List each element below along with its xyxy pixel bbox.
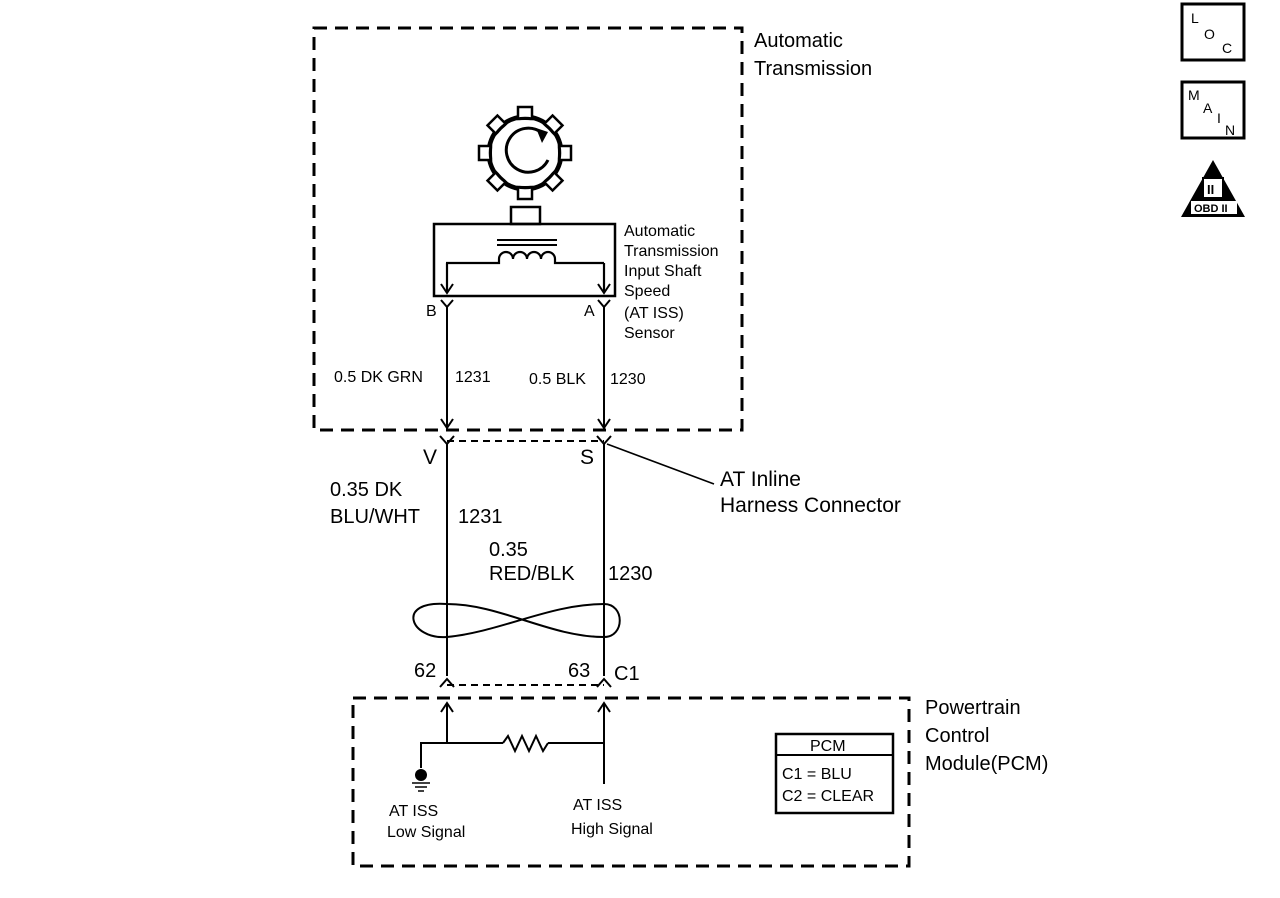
- svg-text:A: A: [1203, 100, 1213, 116]
- wire-1230-upper-circuit: 1230: [610, 371, 646, 388]
- svg-text:C: C: [1222, 40, 1232, 56]
- svg-text:I: I: [1217, 110, 1221, 126]
- wire-1230-lower-label-2: RED/BLK: [489, 563, 575, 585]
- pin-b-terminal-icon: [440, 299, 454, 309]
- connector-pin-s: S: [580, 446, 594, 469]
- sensor-label-3: Input Shaft: [624, 263, 702, 280]
- svg-text:L: L: [1191, 10, 1199, 26]
- wire-1230-upper-label: 0.5 BLK: [529, 371, 586, 388]
- main-icon[interactable]: M A I N: [1180, 80, 1246, 140]
- svg-text:II: II: [1207, 182, 1214, 197]
- sensor-label-1: Automatic: [624, 223, 695, 240]
- connector-leader-line: [606, 443, 715, 485]
- loc-icon[interactable]: L O C: [1180, 2, 1246, 62]
- low-signal-label-2: Low Signal: [387, 824, 465, 841]
- resistor-icon: [502, 733, 549, 754]
- obd-ii-icon[interactable]: II OBD II: [1181, 160, 1245, 217]
- connector-pin-v: V: [423, 446, 437, 469]
- pcm-input-circuit: [420, 701, 611, 784]
- sensor-label-4: Speed: [624, 283, 670, 300]
- reluctor-wheel-icon: [477, 105, 573, 201]
- sensor-label-2: Transmission: [624, 243, 719, 260]
- pcm-label-1: Powertrain: [925, 697, 1021, 719]
- wire-1231-lower-circuit: 1231: [458, 506, 503, 528]
- low-signal-label-1: AT ISS: [389, 803, 438, 820]
- sensor-label-6: Sensor: [624, 325, 675, 342]
- pcm-connector-table: [774, 732, 895, 815]
- wire-1230-lower-circuit: 1230: [608, 563, 653, 585]
- automatic-transmission-label-1: Automatic: [754, 30, 843, 52]
- wire-1231-upper-circuit: 1231: [455, 369, 491, 386]
- at-iss-sensor-icon: [432, 205, 617, 298]
- sensor-label-5: (AT ISS): [624, 305, 684, 322]
- connector-label-2: Harness Connector: [720, 494, 901, 517]
- svg-text:O: O: [1204, 26, 1215, 42]
- automatic-transmission-label-2: Transmission: [754, 58, 872, 80]
- pcm-label-3: Module(PCM): [925, 753, 1048, 775]
- pcm-label-2: Control: [925, 725, 989, 747]
- connector-label-1: AT Inline: [720, 468, 801, 491]
- wire-1231-arrow-icon: [440, 418, 454, 430]
- wire-1230-arrow-icon: [597, 418, 611, 430]
- wire-1231-lower-label-1: 0.35 DK: [330, 479, 403, 501]
- wire-1230-lower-label-1: 0.35: [489, 539, 528, 561]
- pcm-connector-c1: C1: [614, 663, 640, 685]
- twisted-pair-icon: [412, 602, 621, 639]
- sensor-pin-b: B: [426, 303, 437, 320]
- svg-text:OBD II: OBD II: [1194, 203, 1228, 215]
- sensor-pin-a: A: [584, 303, 595, 320]
- pcm-pin-62: 62: [414, 660, 436, 682]
- wire-1231-upper-label: 0.5 DK GRN: [334, 369, 423, 386]
- pcm-table-row-1: C1 = BLU: [782, 766, 852, 783]
- svg-text:N: N: [1225, 122, 1235, 138]
- high-signal-label-2: High Signal: [571, 821, 653, 838]
- pcm-pin-63: 63: [568, 660, 590, 682]
- high-signal-label-1: AT ISS: [573, 797, 622, 814]
- svg-text:M: M: [1188, 87, 1200, 103]
- pin-a-terminal-icon: [597, 299, 611, 309]
- wire-1231-lower-label-2: BLU/WHT: [330, 506, 420, 528]
- pcm-table-row-2: C2 = CLEAR: [782, 788, 874, 805]
- pcm-pin-63-terminal-icon: [596, 677, 612, 688]
- pcm-box: [351, 696, 911, 868]
- pcm-table-header: PCM: [810, 738, 846, 755]
- automatic-transmission-box: [312, 26, 744, 432]
- ground-icon: [412, 769, 430, 792]
